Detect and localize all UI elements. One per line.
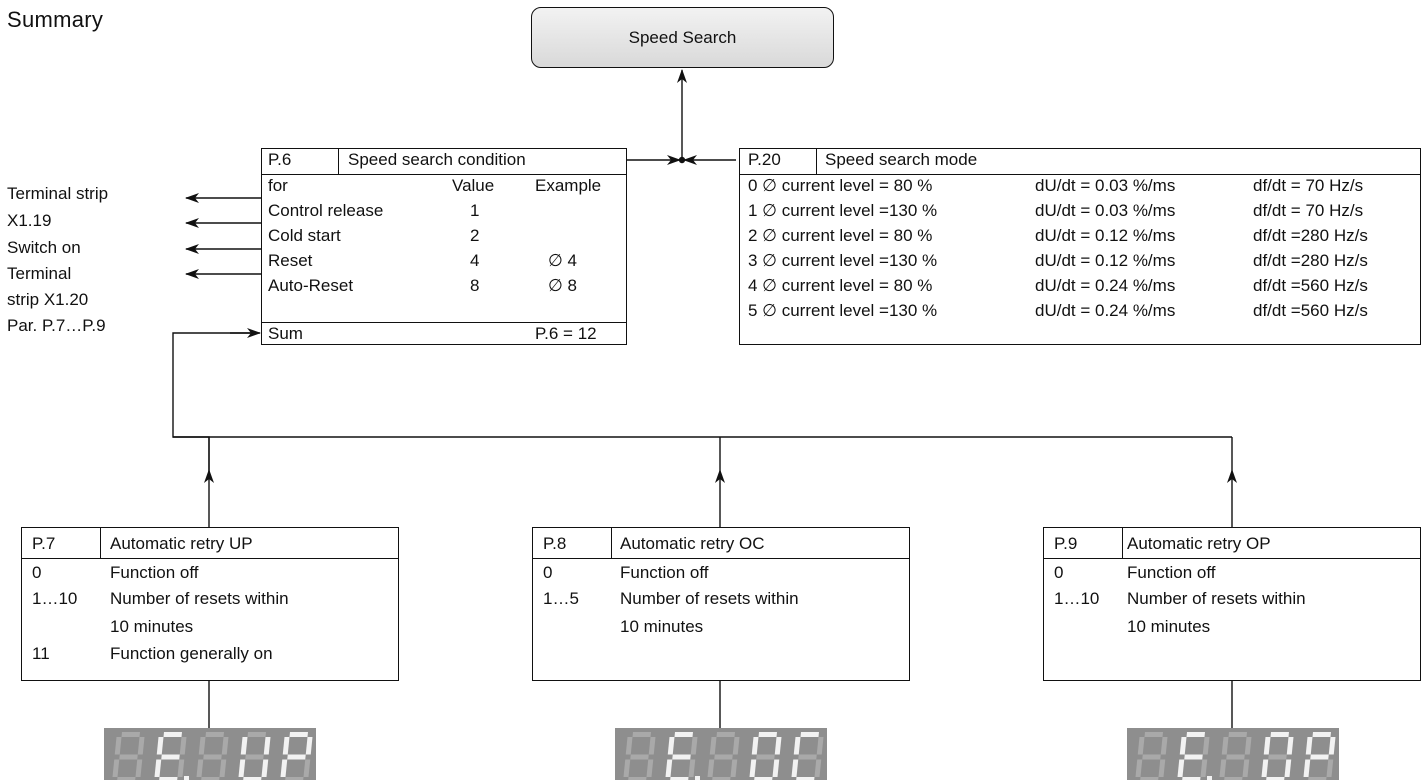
p20-row-mode: 1 ∅ current level =130 % [748, 201, 938, 220]
p6-row-example: ∅ 8 [548, 276, 577, 295]
p20-id: P.20 [748, 150, 781, 169]
p7-id: P.7 [32, 534, 56, 553]
p20-row-mode: 3 ∅ current level =130 % [748, 251, 938, 270]
p8-row-text: Function off [620, 563, 709, 582]
p6-row-example: ∅ 4 [548, 251, 577, 270]
p7-row-text: Number of resets within [110, 589, 289, 608]
p8-row-text: 10 minutes [620, 617, 704, 636]
p9-id: P.9 [1054, 534, 1078, 553]
page-title: Summary [7, 7, 104, 32]
p9-row-key: 1…10 [1054, 589, 1100, 608]
p9-row-text: 10 minutes [1127, 617, 1211, 636]
p6-sum-value: P.6 = 12 [535, 324, 597, 343]
left-label: strip X1.20 [7, 290, 89, 309]
p8-name: Automatic retry OC [620, 534, 765, 553]
p20-row-df: df/dt =560 Hz/s [1253, 301, 1368, 320]
p8-row-key: 1…5 [543, 589, 579, 608]
p20-row-df: df/dt = 70 Hz/s [1253, 176, 1364, 195]
p20-row-df: df/dt =280 Hz/s [1253, 226, 1368, 245]
p8-row-key: 0 [543, 563, 553, 582]
left-label: Switch on [7, 238, 81, 257]
p7-table [21, 527, 399, 681]
p7-name: Automatic retry UP [110, 534, 253, 553]
p6-name: Speed search condition [348, 150, 526, 169]
p20-table [739, 148, 1421, 345]
p9-name: Automatic retry OP [1127, 534, 1271, 553]
p7-row-text: Function off [110, 563, 199, 582]
junction-dot [678, 156, 686, 164]
p7-row-key: 11 [32, 644, 50, 663]
p6-row-label: Control release [268, 201, 384, 220]
feedback-line [172, 332, 258, 472]
p20-row-du: dU/dt = 0.24 %/ms [1035, 276, 1176, 295]
p6-row-value: 4 [470, 251, 480, 270]
p7-row-text: 10 minutes [110, 617, 194, 636]
p20-row-mode: 2 ∅ current level = 80 % [748, 226, 933, 245]
left-label: Par. P.7…P.9 [7, 316, 106, 335]
p6-row-label: Auto-Reset [268, 276, 354, 295]
p20-row-mode: 4 ∅ current level = 80 % [748, 276, 933, 295]
p9-table [1043, 527, 1421, 681]
p6-id: P.6 [268, 150, 292, 169]
left-label: X1.19 [7, 211, 52, 230]
p7-row-key: 0 [32, 563, 42, 582]
p6-row-label: Cold start [268, 226, 341, 245]
p8-table [532, 527, 910, 681]
p6-table [261, 148, 627, 345]
p6-header-value: Value [452, 176, 495, 195]
p20-row-mode: 0 ∅ current level = 80 % [748, 176, 933, 195]
p6-row-value: 2 [470, 226, 480, 245]
p8-row-text: Number of resets within [620, 589, 799, 608]
p6-row-value: 1 [470, 201, 480, 220]
p7-row-key: 1…10 [32, 589, 78, 608]
p20-row-du: dU/dt = 0.03 %/ms [1035, 176, 1176, 195]
p20-name: Speed search mode [825, 150, 978, 169]
p6-header-example: Example [535, 176, 602, 195]
p20-row-du: dU/dt = 0.12 %/ms [1035, 251, 1176, 270]
left-label: Terminal [7, 264, 72, 283]
p9-row-text: Number of resets within [1127, 589, 1306, 608]
p7-row-text: Function generally on [110, 644, 273, 663]
left-label: Terminal strip [7, 184, 109, 203]
p20-row-du: dU/dt = 0.12 %/ms [1035, 226, 1176, 245]
p20-row-du: dU/dt = 0.24 %/ms [1035, 301, 1176, 320]
p6-header-for: for [268, 176, 288, 195]
p20-row-mode: 5 ∅ current level =130 % [748, 301, 938, 320]
p6-row-value: 8 [470, 276, 480, 295]
p6-row-label: Reset [268, 251, 313, 270]
p6-sum-label: Sum [268, 324, 303, 343]
p20-row-df: df/dt =280 Hz/s [1253, 251, 1368, 270]
p8-id: P.8 [543, 534, 567, 553]
p20-row-df: df/dt = 70 Hz/s [1253, 201, 1364, 220]
p9-row-text: Function off [1127, 563, 1216, 582]
p9-row-key: 0 [1054, 563, 1064, 582]
p20-row-du: dU/dt = 0.03 %/ms [1035, 201, 1176, 220]
speed-search-box: Speed Search [531, 7, 834, 68]
p20-row-df: df/dt =560 Hz/s [1253, 276, 1368, 295]
